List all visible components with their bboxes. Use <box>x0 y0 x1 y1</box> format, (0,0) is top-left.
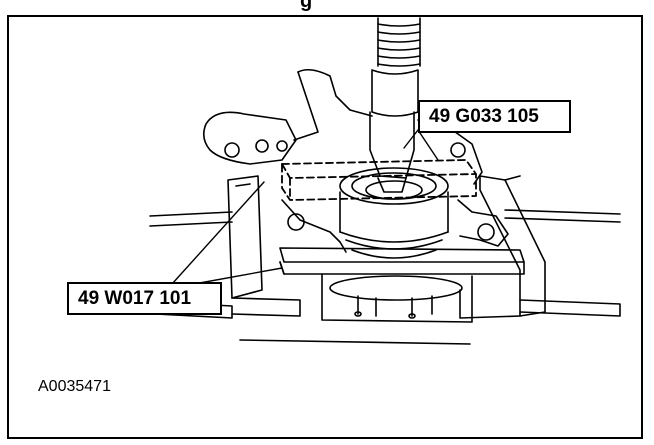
header-text-fragment: g <box>300 0 313 12</box>
lower-hub-flange <box>321 273 473 323</box>
leader-lines <box>171 129 439 285</box>
steering-knuckle <box>202 68 509 259</box>
support-block-left <box>227 175 301 317</box>
figure-reference-number: A0035471 <box>38 378 111 395</box>
callout-label-lower: 49 W017 101 <box>67 282 222 315</box>
support-block-right <box>459 175 546 319</box>
callout-label-upper: 49 G033 105 <box>418 100 571 133</box>
diagram-frame <box>7 15 643 439</box>
dashed-tool-outline <box>281 159 477 201</box>
spring-shaft <box>369 17 421 193</box>
press-plate <box>279 247 525 275</box>
